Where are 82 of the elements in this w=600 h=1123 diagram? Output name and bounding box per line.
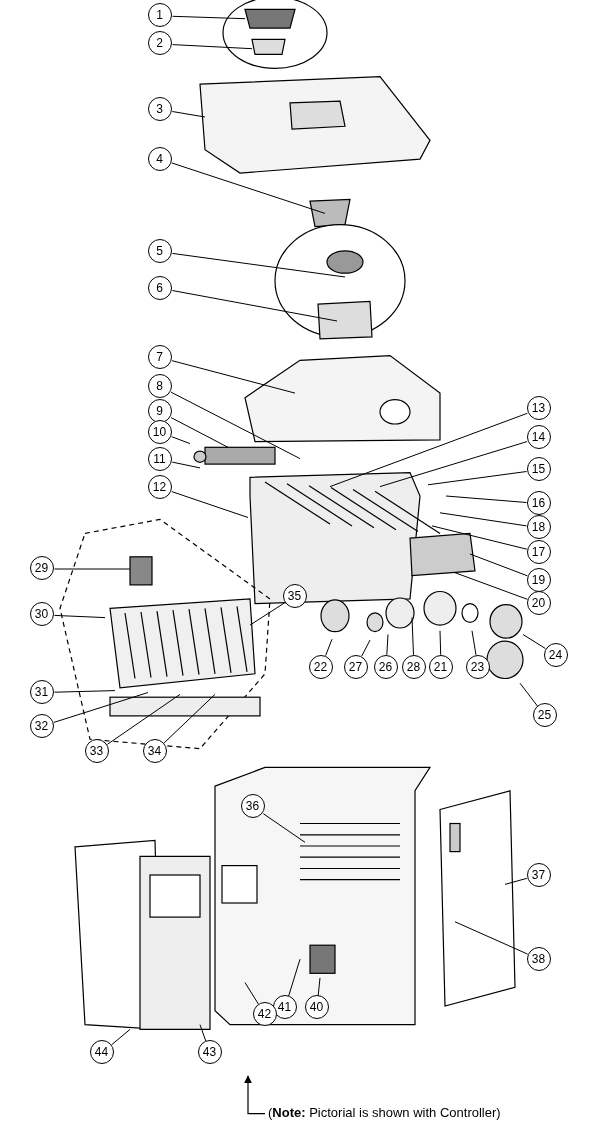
leader-line — [504, 877, 528, 885]
arrow — [244, 1075, 266, 1115]
leader-line — [454, 572, 528, 600]
callout-number: 10 — [147, 419, 172, 444]
leader-line — [172, 44, 253, 50]
leader-line — [244, 982, 259, 1005]
callout-number: 25 — [532, 703, 557, 728]
callout-number: 32 — [29, 713, 54, 738]
leader-line — [172, 15, 246, 20]
leader-line — [54, 690, 116, 693]
leader-line — [54, 614, 106, 619]
leader-line — [427, 471, 528, 486]
leader-line — [386, 634, 389, 656]
callout-number: 30 — [29, 602, 54, 627]
callout-number: 15 — [526, 457, 551, 482]
leader-line — [171, 461, 201, 469]
callout-number: 24 — [543, 642, 568, 667]
leader-line — [317, 977, 321, 996]
leader-line — [170, 391, 301, 460]
callout-number: 6 — [147, 275, 172, 300]
leader-line — [53, 692, 149, 723]
leader-line — [431, 525, 528, 550]
callout-number: 34 — [142, 738, 167, 763]
callout-number: 44 — [89, 1040, 114, 1065]
leader-line — [171, 252, 346, 278]
callout-number: 4 — [147, 146, 172, 171]
leader-line — [54, 568, 131, 570]
callout-number: 16 — [526, 490, 551, 515]
leader-line — [171, 290, 338, 322]
leader-line — [171, 360, 296, 394]
leader-line — [171, 111, 206, 118]
callout-number: 22 — [308, 654, 333, 679]
leader-line — [170, 417, 229, 448]
callout-number: 5 — [147, 239, 172, 264]
note-text: (Note: Pictorial is shown with Controller) — [268, 1104, 501, 1120]
leader-line — [111, 1028, 131, 1046]
callout-number: 23 — [465, 654, 490, 679]
callout-number: 21 — [428, 654, 453, 679]
leader-line — [411, 617, 414, 656]
leader-line — [379, 441, 528, 488]
callout-number: 26 — [373, 654, 398, 679]
leader-line — [106, 693, 181, 745]
callout-number: 17 — [526, 539, 551, 564]
callout-number: 28 — [401, 654, 426, 679]
leader-line — [171, 491, 249, 518]
callout-number: 18 — [526, 515, 551, 540]
callout-number: 3 — [147, 97, 172, 121]
leader-line — [288, 958, 301, 997]
leader-line — [454, 921, 529, 955]
leader-line — [163, 693, 216, 744]
callout-number: 20 — [526, 591, 551, 616]
callout-number: 8 — [147, 374, 172, 398]
callout-number: 14 — [526, 425, 551, 450]
leader-line — [522, 634, 546, 649]
callout-number: 31 — [29, 680, 54, 704]
callout-number: 33 — [84, 738, 109, 763]
callout-number: 19 — [526, 567, 551, 592]
leader-line — [329, 412, 528, 488]
leader-line — [439, 512, 528, 527]
callout-number: 12 — [147, 475, 172, 500]
callout-number: 38 — [526, 946, 551, 971]
leader-line — [325, 638, 333, 657]
callout-number: 11 — [147, 447, 172, 471]
leader-line — [439, 630, 442, 656]
leader-line — [471, 630, 477, 656]
callout-number: 29 — [29, 556, 54, 581]
callout-number: 2 — [147, 31, 172, 56]
leader-line — [171, 162, 326, 214]
leader-line — [199, 1024, 207, 1042]
leader-line — [262, 813, 306, 843]
leader-line — [361, 639, 371, 657]
leader-line — [445, 495, 527, 503]
callout-number: 37 — [526, 862, 551, 887]
callout-number: 43 — [197, 1040, 222, 1065]
leader-line — [249, 602, 285, 626]
leader-line — [469, 553, 528, 577]
leader-line — [519, 682, 538, 707]
leader-line — [171, 436, 191, 445]
callout-number: 7 — [147, 345, 172, 369]
callout-number: 27 — [343, 654, 368, 679]
callout-number: 13 — [526, 396, 551, 421]
callout-number: 1 — [147, 3, 172, 28]
